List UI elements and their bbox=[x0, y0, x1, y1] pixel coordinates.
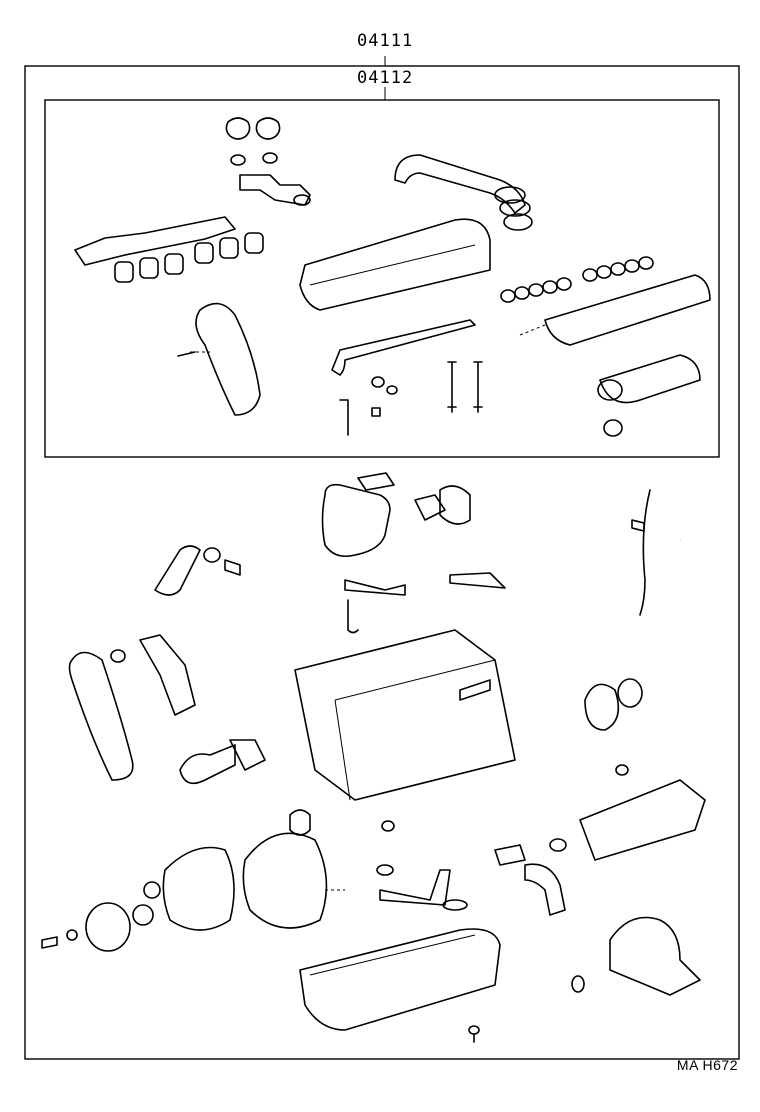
manifold-plug bbox=[615, 764, 629, 776]
rear-seal-retainer bbox=[584, 683, 620, 731]
intake-manifold bbox=[579, 779, 706, 861]
gasket-pair-top bbox=[225, 117, 281, 166]
block-plate bbox=[459, 679, 491, 701]
washer-1 bbox=[371, 376, 385, 388]
rear-cover-seal bbox=[571, 975, 585, 993]
outer-kit-frame bbox=[24, 65, 740, 1060]
engine-block bbox=[294, 629, 516, 801]
oil-pan bbox=[299, 928, 501, 1031]
oil-pump-body bbox=[242, 832, 328, 929]
oil-pump-gasket bbox=[289, 809, 311, 836]
timing-belt bbox=[68, 651, 134, 781]
oil-cooler-body bbox=[599, 354, 701, 404]
water-pipe bbox=[524, 863, 566, 916]
pipe-mid bbox=[347, 599, 359, 634]
rear-cover bbox=[609, 916, 701, 996]
thermostat-housing bbox=[439, 485, 471, 525]
valve-cover-gasket bbox=[299, 218, 491, 311]
pulley-bolt bbox=[41, 936, 58, 949]
crank-seal bbox=[143, 881, 161, 899]
callout-04112: 04112 bbox=[357, 68, 414, 88]
drain-plug bbox=[468, 1025, 480, 1035]
bolt-small bbox=[177, 351, 196, 357]
port-gaskets bbox=[114, 232, 264, 283]
crank-pulley bbox=[85, 902, 131, 952]
head-gasket-strip bbox=[331, 319, 476, 376]
ring-small bbox=[293, 194, 311, 206]
leader-dash-2 bbox=[519, 324, 546, 336]
dipstick-bracket bbox=[631, 519, 645, 532]
water-pump-gasket bbox=[414, 494, 446, 521]
manifold-ring bbox=[549, 838, 567, 852]
pipe-gasket-mid bbox=[344, 579, 406, 596]
intake-manifold-gasket bbox=[544, 274, 711, 346]
manifold-gasket-small bbox=[239, 174, 311, 206]
oring-inner bbox=[603, 419, 623, 437]
crank-seal-ring bbox=[132, 904, 154, 926]
water-inlet-gasket bbox=[229, 739, 266, 771]
water-inlet bbox=[179, 744, 236, 785]
rear-oil-seal bbox=[617, 678, 643, 708]
figure-code: MA H672 bbox=[676, 1057, 738, 1073]
exhaust-manifold-gasket bbox=[74, 216, 236, 266]
seal-small bbox=[371, 407, 381, 417]
washer-2 bbox=[386, 385, 398, 395]
lower-timing-cover bbox=[162, 846, 235, 931]
water-outlet-gasket bbox=[357, 472, 395, 491]
timing-belt-cover bbox=[139, 634, 196, 716]
bypass-ring bbox=[203, 547, 221, 563]
callout-04111: 04111 bbox=[357, 31, 414, 51]
inner-kit-frame bbox=[44, 99, 720, 458]
intake-hose bbox=[394, 154, 526, 214]
valves bbox=[447, 361, 483, 413]
bypass-plug bbox=[224, 559, 241, 576]
oil-pan-lip bbox=[309, 934, 476, 976]
washer-pulley bbox=[66, 929, 78, 941]
belt-idler bbox=[110, 649, 126, 663]
oil-strainer bbox=[379, 869, 451, 906]
dipstick-guide bbox=[639, 489, 651, 616]
oil-cooler-flange bbox=[597, 379, 623, 401]
valve-cover-line bbox=[309, 244, 476, 286]
hose-gaskets bbox=[494, 186, 533, 231]
strainer-screen bbox=[442, 899, 468, 911]
dipstick-seal bbox=[339, 399, 349, 436]
timing-cover-gasket bbox=[195, 302, 261, 416]
block-plug bbox=[381, 820, 395, 832]
cam-plug-row bbox=[500, 256, 654, 303]
engine-block-edge bbox=[334, 659, 496, 801]
pipe-gasket-right bbox=[449, 572, 506, 589]
water-pump bbox=[321, 483, 391, 558]
bypass-pipe bbox=[154, 545, 201, 596]
water-pipe-gasket bbox=[494, 844, 526, 866]
strainer-gasket bbox=[376, 864, 394, 876]
